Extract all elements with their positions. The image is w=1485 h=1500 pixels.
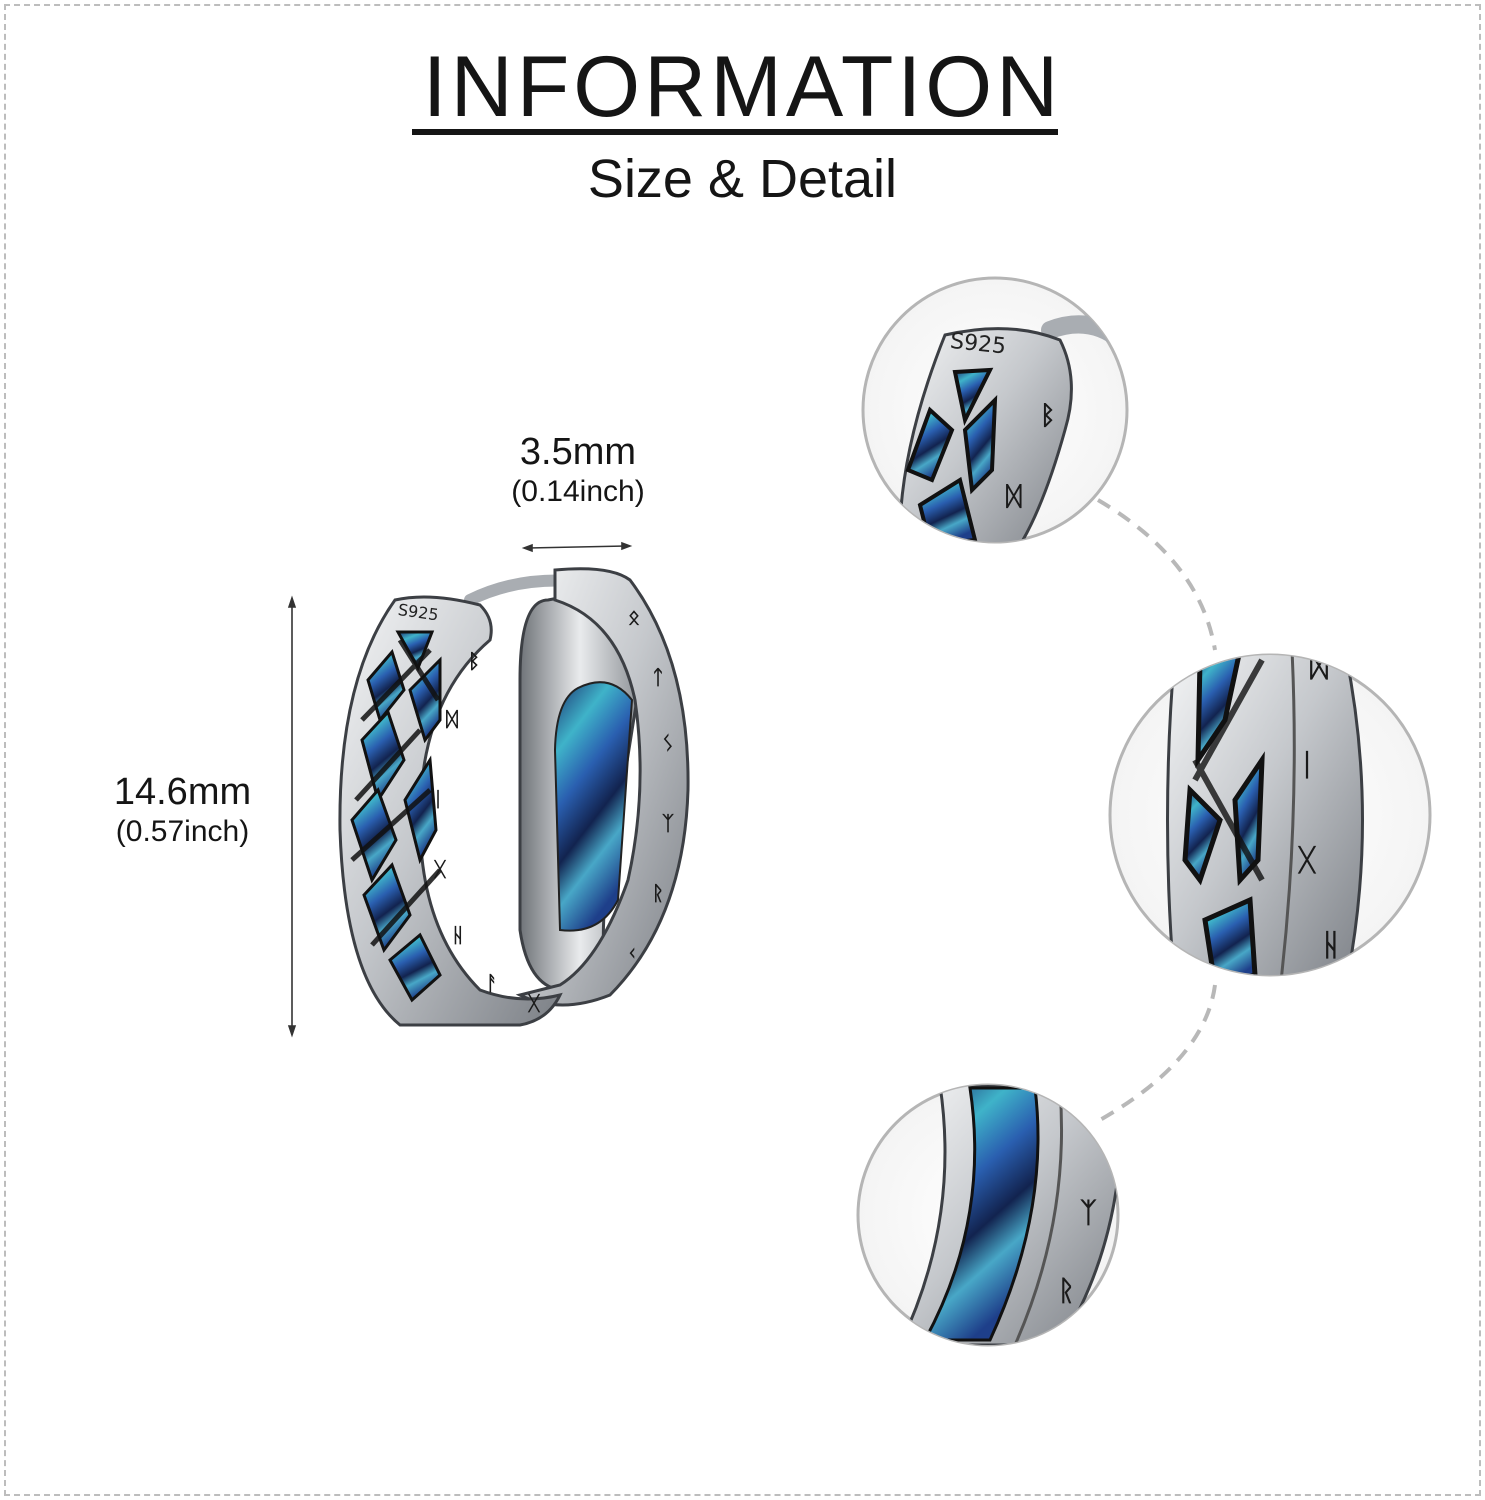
detail-circle-middle: ᛞ ᛁ ᚷ ᚺ <box>1108 649 1432 977</box>
dashed-border <box>4 4 1481 1496</box>
svg-text:ᚺ: ᚺ <box>452 923 464 947</box>
svg-text:ᛉ: ᛉ <box>662 811 674 835</box>
svg-text:ᛁ: ᛁ <box>432 787 444 811</box>
svg-text:ᛞ: ᛞ <box>1006 482 1022 512</box>
height-dimension-label: 14.6mm (0.57inch) <box>80 770 285 850</box>
width-mm: 3.5mm <box>519 431 637 473</box>
svg-text:ᛏ: ᛏ <box>652 665 664 689</box>
height-mm: 14.6mm <box>113 771 252 813</box>
height-dimension-arrow <box>287 595 297 1038</box>
svg-text:ᛒ: ᛒ <box>1040 401 1056 431</box>
page-title: INFORMATION <box>422 39 1063 135</box>
svg-text:ᛒ: ᛒ <box>468 649 480 673</box>
page-subtitle: Size & Detail <box>587 149 898 209</box>
detail-circle-top: S925 ᛒ ᛞ <box>861 276 1129 544</box>
width-inch: (0.14inch) <box>511 475 645 508</box>
hoop-earring: ᛒ ᛞ ᛁ ᚷ ᚺ ᚨ ᚷ ᛟ ᛏ ᛊ ᛉ ᚱ ᚲ S925 <box>338 567 690 1027</box>
title-underline <box>412 129 1058 135</box>
s925-stamp-zoom: S925 <box>949 329 1007 360</box>
width-dimension-label: 3.5mm (0.14inch) <box>468 430 688 510</box>
height-inch: (0.57inch) <box>115 815 250 848</box>
svg-text:ᚺ: ᚺ <box>1322 928 1340 963</box>
width-dimension-arrow <box>521 541 633 553</box>
svg-text:ᚱ: ᚱ <box>1058 1274 1075 1307</box>
svg-text:ᚷ: ᚷ <box>433 857 447 881</box>
detail-connector <box>1096 498 1217 1122</box>
svg-text:ᛉ: ᛉ <box>1080 1196 1097 1229</box>
svg-text:ᚲ: ᚲ <box>626 941 638 965</box>
svg-text:ᚨ: ᚨ <box>486 971 498 995</box>
svg-text:ᚱ: ᚱ <box>652 881 664 905</box>
detail-circle-bottom: ᛉ ᚱ <box>856 1083 1120 1347</box>
svg-text:ᚷ: ᚷ <box>1297 843 1317 878</box>
svg-text:ᚷ: ᚷ <box>527 991 541 1015</box>
svg-text:ᛞ: ᛞ <box>446 707 458 731</box>
svg-text:ᛞ: ᛞ <box>1310 649 1328 684</box>
svg-text:ᛟ: ᛟ <box>628 605 640 629</box>
svg-text:ᛁ: ᛁ <box>1298 748 1316 783</box>
svg-text:ᛊ: ᛊ <box>662 731 674 755</box>
